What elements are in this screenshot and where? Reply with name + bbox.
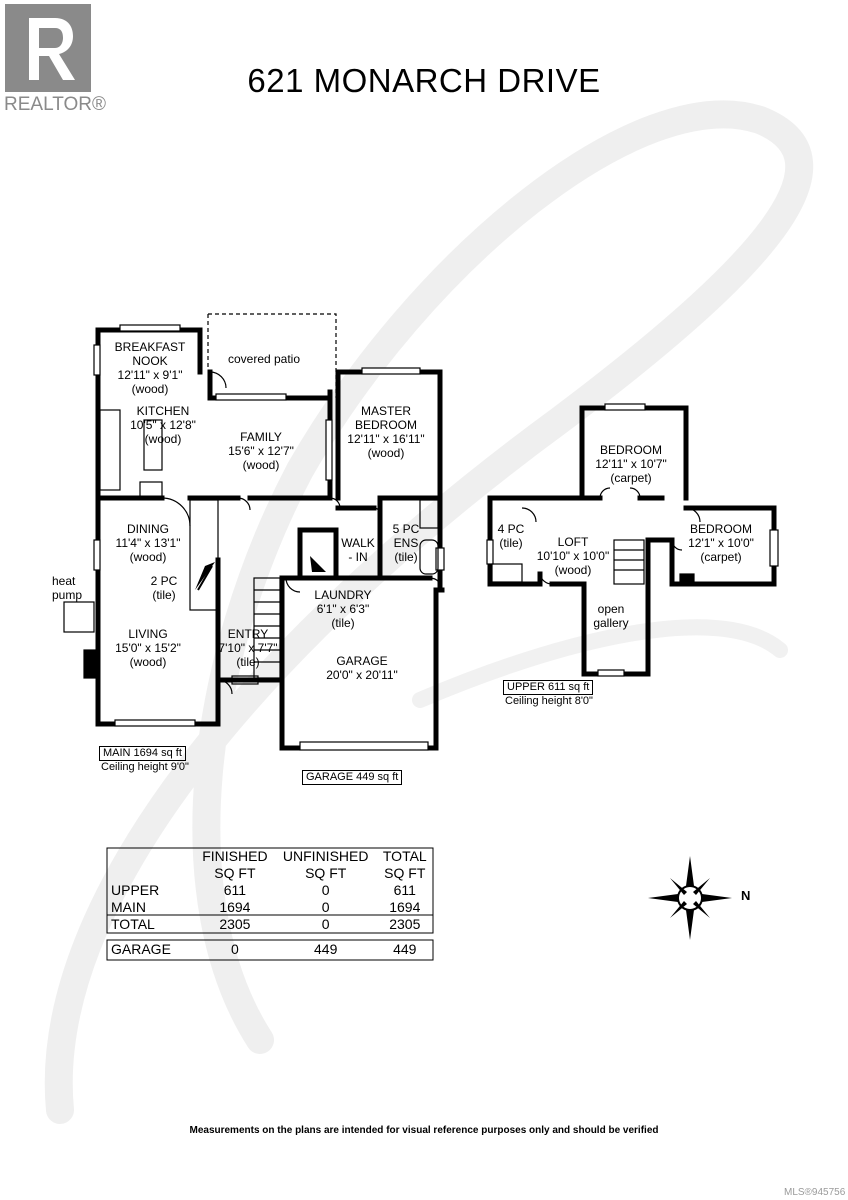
compass-rose-icon <box>648 856 732 940</box>
page-title: 621 MONARCH DRIVE <box>247 62 601 99</box>
header-finished: FINISHED <box>202 848 268 864</box>
disclaimer: Measurements on the plans are intended f… <box>189 1125 659 1136</box>
room-two-pc: 2 PC(tile) <box>150 574 178 602</box>
header-total: TOTAL <box>382 848 427 864</box>
header-total-unit: SQ FT <box>384 865 426 881</box>
garage-summary: GARAGE 449 sq ft <box>302 770 403 785</box>
upper-level-summary: UPPER 611 sq ft Ceiling height 8'0" <box>503 680 594 707</box>
header-unfinished: UNFINISHED <box>282 848 369 864</box>
mls-number: MLS®945756 <box>784 1187 846 1198</box>
header-unfinished-unit: SQ FT <box>305 865 347 881</box>
header-finished-unit: SQ FT <box>214 865 256 881</box>
realtor-logo-text: REALTOR® <box>4 94 106 115</box>
realtor-logo: REALTOR® <box>0 0 106 118</box>
square-footage-table: FINISHED UNFINISHED TOTAL SQ FT SQ FT SQ… <box>107 848 433 958</box>
room-walk-in: WALK- IN <box>341 536 375 564</box>
main-level-summary: MAIN 1694 sq ft Ceiling height 9'0" <box>99 746 189 773</box>
table-header-row: FINISHED UNFINISHED TOTAL <box>107 848 433 865</box>
room-covered-patio: covered patio <box>227 352 301 366</box>
realtor-r-icon <box>5 4 91 92</box>
compass-north-label: N <box>741 888 751 903</box>
table-header-row: SQ FT SQ FT SQ FT <box>107 865 433 882</box>
room-four-pc: 4 PC(tile) <box>497 522 525 550</box>
